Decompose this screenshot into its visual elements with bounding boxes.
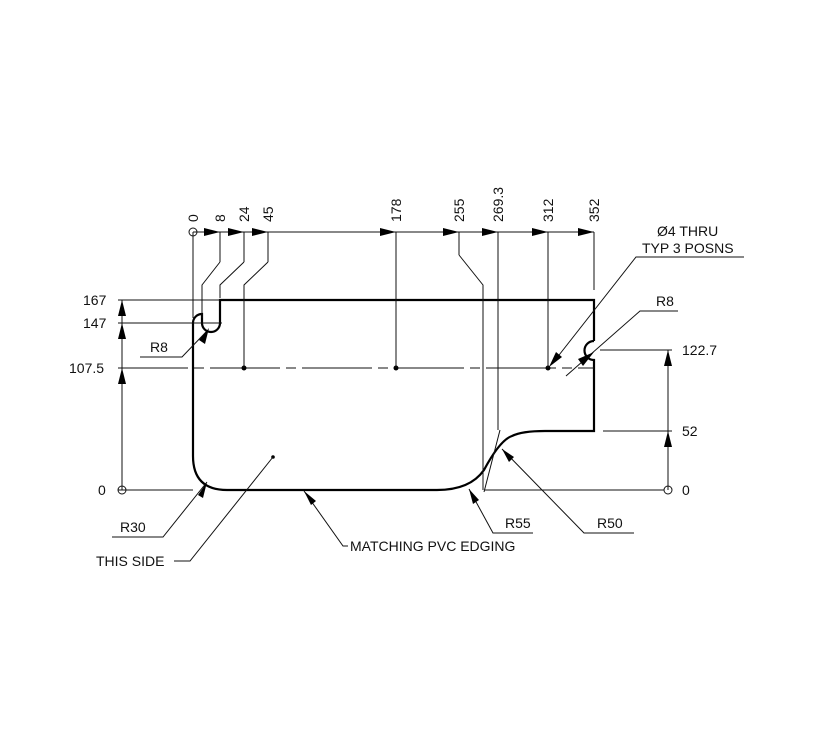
y-label-147: 147 bbox=[83, 315, 107, 331]
x-label-45: 45 bbox=[260, 206, 276, 222]
hole-note-line1: Ø4 THRU bbox=[657, 223, 718, 239]
r55-label: R55 bbox=[505, 515, 531, 531]
outline-bottom-right bbox=[191, 323, 596, 492]
right-slot-arc bbox=[583, 339, 596, 362]
r8-left-label: R8 bbox=[150, 339, 168, 355]
left-notch-arc bbox=[191, 312, 222, 334]
top-ordinate-dims bbox=[188, 227, 595, 493]
edging-label: MATCHING PVC EDGING bbox=[350, 538, 515, 554]
y-label-107-5: 107.5 bbox=[69, 360, 104, 376]
x-label-8: 8 bbox=[212, 214, 228, 222]
r8-right-label: R8 bbox=[656, 293, 674, 309]
callouts: Ø4 THRU TYP 3 POSNS R8 R8 R30 THIS SIDE … bbox=[96, 223, 744, 569]
part-outline bbox=[191, 298, 596, 492]
x-label-312: 312 bbox=[540, 198, 556, 222]
x-label-352: 352 bbox=[586, 198, 602, 222]
r30-label: R30 bbox=[120, 519, 146, 535]
this-side-label: THIS SIDE bbox=[96, 553, 164, 569]
y-label-52: 52 bbox=[682, 423, 698, 439]
right-ordinate-dims: 122.7 52 0 bbox=[484, 342, 717, 498]
y-label-0-right: 0 bbox=[682, 482, 690, 498]
x-label-0: 0 bbox=[185, 214, 201, 222]
top-ordinate-labels: 0 8 24 45 178 255 269.3 312 352 bbox=[185, 187, 602, 222]
hole-note-line2: TYP 3 POSNS bbox=[642, 240, 734, 256]
y-label-167: 167 bbox=[83, 292, 107, 308]
y-label-122-7: 122.7 bbox=[682, 342, 717, 358]
hole-centerline bbox=[118, 365, 594, 459]
y-label-0-left: 0 bbox=[98, 482, 106, 498]
x-label-269-3: 269.3 bbox=[490, 187, 506, 222]
x-label-255: 255 bbox=[451, 198, 467, 222]
r50-label: R50 bbox=[597, 515, 623, 531]
x-label-24: 24 bbox=[236, 206, 252, 222]
outline-top bbox=[218, 298, 596, 341]
x-label-178: 178 bbox=[388, 198, 404, 222]
left-ordinate-dims: 167 147 107.5 0 bbox=[69, 292, 222, 498]
